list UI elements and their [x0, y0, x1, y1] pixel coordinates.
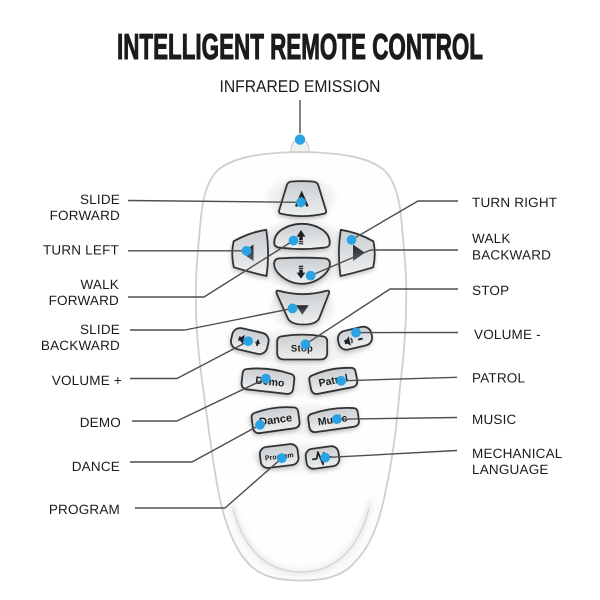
svg-text:STOP: STOP: [472, 283, 509, 298]
svg-text:PATROL: PATROL: [472, 371, 526, 386]
svg-text:MUSIC: MUSIC: [472, 412, 517, 427]
svg-text:SLIDE: SLIDE: [80, 322, 120, 337]
svg-text:SLIDE: SLIDE: [80, 192, 120, 207]
svg-text:FORWARD: FORWARD: [49, 293, 119, 308]
svg-text:INFRARED EMISSION: INFRARED EMISSION: [220, 77, 381, 96]
svg-text:WALK: WALK: [472, 231, 511, 246]
svg-text:MECHANICAL: MECHANICAL: [472, 446, 563, 461]
svg-text:DANCE: DANCE: [72, 459, 120, 474]
svg-text:LANGUAGE: LANGUAGE: [472, 462, 549, 477]
svg-text:INTELLIGENT REMOTE CONTROL: INTELLIGENT REMOTE CONTROL: [117, 26, 483, 67]
svg-text:FORWARD: FORWARD: [50, 208, 120, 223]
svg-text:DEMO: DEMO: [80, 415, 121, 430]
svg-text:VOLUME +: VOLUME +: [52, 373, 122, 388]
svg-text:Stop: Stop: [291, 344, 313, 355]
svg-text:BACKWARD: BACKWARD: [41, 338, 120, 353]
svg-text:VOLUME -: VOLUME -: [474, 327, 541, 342]
svg-text:TURN LEFT: TURN LEFT: [43, 243, 119, 258]
svg-text:PROGRAM: PROGRAM: [49, 502, 120, 517]
svg-text:WALK: WALK: [80, 277, 119, 292]
svg-text:Dance: Dance: [258, 412, 292, 428]
svg-text:TURN RIGHT: TURN RIGHT: [472, 195, 557, 210]
svg-text:BACKWARD: BACKWARD: [472, 248, 551, 263]
